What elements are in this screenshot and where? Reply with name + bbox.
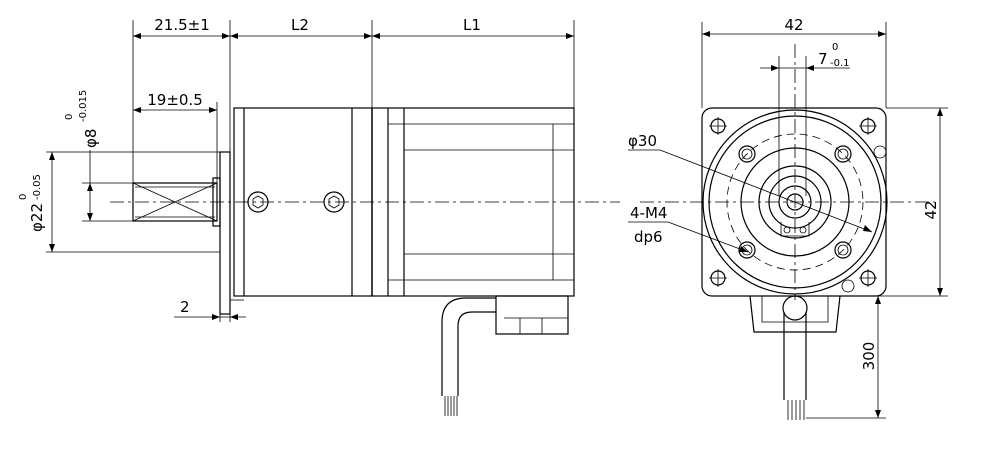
shaft-diameter-dimension: φ8 0 -0.015 <box>64 90 133 222</box>
dim-l2: L2 <box>291 16 309 34</box>
dim-shaft-length: 21.5±1 <box>154 16 210 34</box>
top-dimensions: 21.5±1 L2 L1 <box>132 16 575 183</box>
dim-height: 42 <box>922 200 940 219</box>
pitch-circle <box>726 133 864 271</box>
shaft <box>132 182 218 222</box>
mounting-holes <box>738 145 852 259</box>
corner-holes <box>709 117 887 293</box>
dim-key-width: 7 <box>818 50 828 68</box>
dim-shaft-dia-tol-upper: 0 <box>64 114 75 120</box>
dim-boss-dia-tol-upper: 0 <box>18 194 29 200</box>
dim-key-tol-lower: -0.1 <box>830 58 850 69</box>
dim-key-length: 19±0.5 <box>147 91 203 109</box>
cable-length-dimension: 300 <box>806 295 886 419</box>
dim-boss-dia: φ22 <box>28 203 46 232</box>
gearbox-face <box>702 109 888 295</box>
dim-cable-length: 300 <box>860 342 878 371</box>
motor-body <box>371 107 575 297</box>
dim-hole-depth: dp6 <box>634 228 663 246</box>
holes-leader: 4-M4 dp6 <box>628 204 749 253</box>
width-dimension: 42 <box>701 16 887 108</box>
front-cable-assembly <box>749 295 841 420</box>
front-view: 42 7 0 -0.1 42 30 <box>628 16 948 420</box>
dim-holes: 4-M4 <box>630 204 667 222</box>
dim-flange-thickness: 2 <box>180 298 190 316</box>
dim-width: 42 <box>784 16 803 34</box>
flange-thickness-dimension: 2 <box>174 298 246 322</box>
boss-diameter-dimension: φ22 0 -0.05 <box>18 151 220 253</box>
screw-head <box>247 191 269 213</box>
dim-pcd: φ30 <box>628 132 657 150</box>
key-width-dimension: 7 0 -0.1 <box>760 42 850 196</box>
key-length-dimension: 19±0.5 <box>133 91 218 183</box>
flange-plate <box>219 151 231 315</box>
dim-key-tol-upper: 0 <box>832 42 838 53</box>
dim-shaft-dia: φ8 <box>82 129 100 148</box>
shaft-end <box>786 193 804 211</box>
height-dimension: 42 <box>886 107 948 297</box>
dim-l1: L1 <box>463 16 481 34</box>
dim-shaft-dia-tol-lower: -0.015 <box>78 90 89 122</box>
cable-assembly <box>441 295 569 416</box>
side-view: 21.5±1 L2 L1 19±0.5 φ8 0 -0.015 <box>18 16 620 416</box>
dim-boss-dia-tol-lower: -0.05 <box>32 174 43 200</box>
pcd-leader: φ30 <box>628 132 873 233</box>
screw-head <box>323 191 345 213</box>
